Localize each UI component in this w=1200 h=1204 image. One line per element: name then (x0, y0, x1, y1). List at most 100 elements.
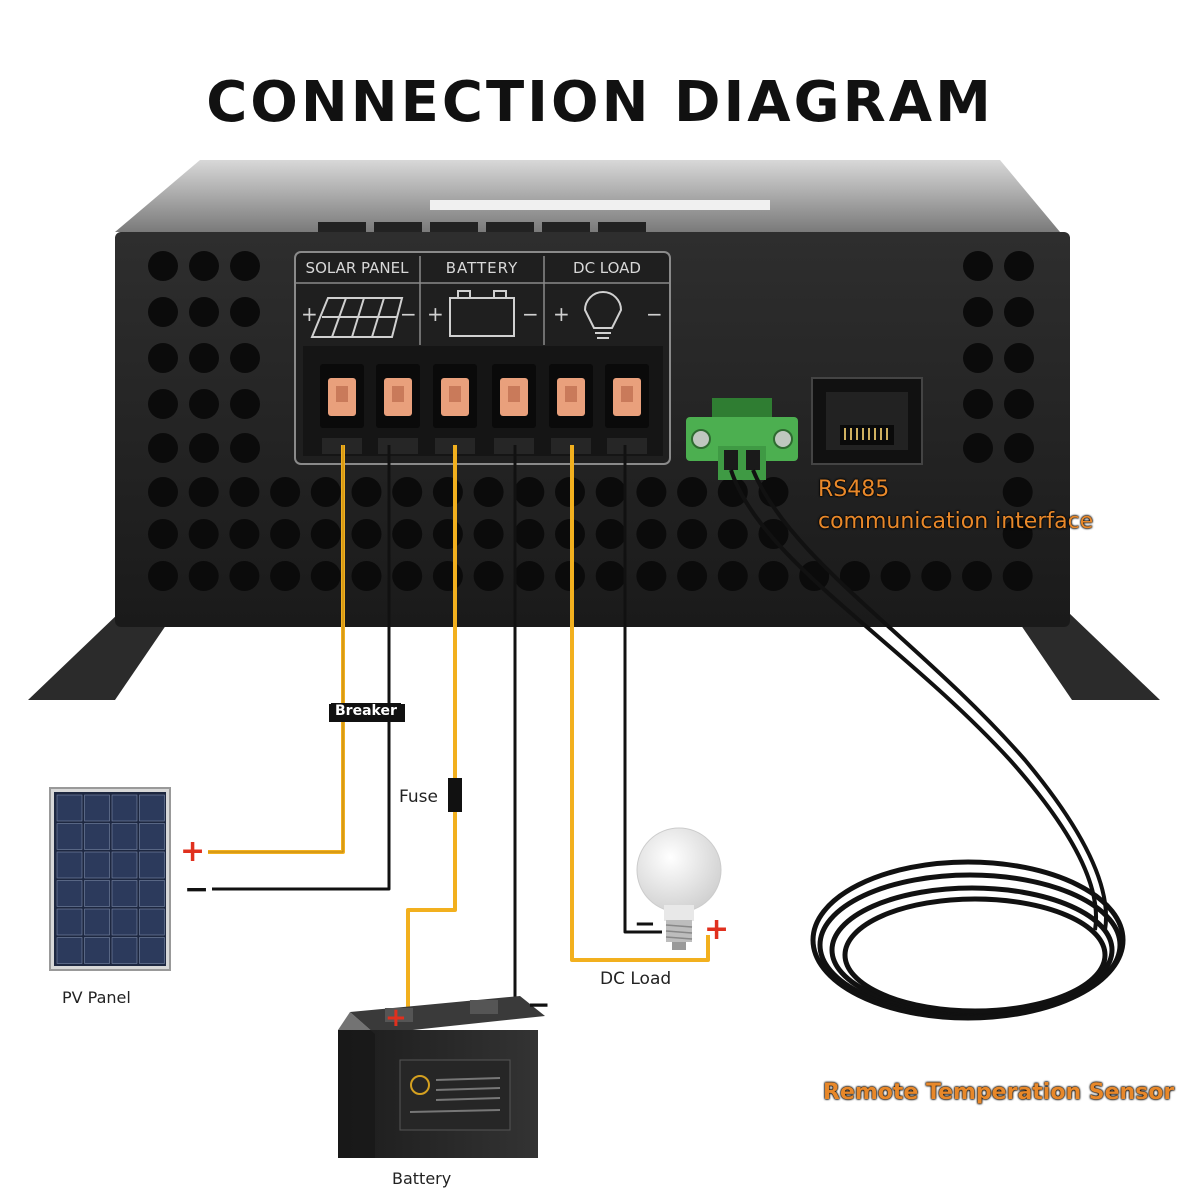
vent-hole (636, 477, 667, 507)
panel-symbol-load-minus: − (646, 302, 663, 326)
vent-hole (677, 561, 708, 591)
vent-hole (148, 433, 178, 463)
vent-hole (473, 477, 504, 507)
pv-cell (139, 851, 165, 879)
terminal-screw-slot (565, 386, 577, 402)
vent-hole (148, 519, 178, 549)
load-positive-wire (570, 445, 710, 962)
pv-cell (84, 851, 110, 879)
vent-hole (839, 561, 870, 591)
vent-hole (595, 561, 626, 591)
pv-cell (56, 937, 83, 964)
vent-hole (1004, 343, 1034, 373)
vent-hole (1002, 477, 1033, 507)
pv-cell (139, 880, 165, 907)
battery-minus-sign: − (527, 988, 551, 1021)
pv-cell (56, 908, 83, 936)
rs485-label-line2: communication interface (818, 509, 1094, 534)
terminal-screw-slot (508, 386, 520, 402)
vent-hole (677, 519, 708, 549)
breaker-label: Breaker (331, 703, 401, 719)
controller-top (115, 160, 1060, 232)
vent-hole (188, 519, 219, 549)
pv-cell (84, 908, 110, 936)
vent-hole (963, 297, 993, 327)
rs485-label-line1: RS485 (818, 477, 890, 502)
pv-negative-wire (212, 445, 391, 891)
vent-hole (595, 477, 626, 507)
vent-hole (880, 561, 911, 591)
diagram-title: CONNECTION DIAGRAM (206, 70, 994, 135)
vent-hole (270, 477, 301, 507)
vent-hole (230, 343, 260, 373)
terminal-screw-slot (621, 386, 633, 402)
vent-hole (392, 561, 423, 591)
vent-hole (189, 297, 219, 327)
panel-battery-icon (449, 290, 515, 337)
vent-hole (1002, 561, 1033, 591)
load-negative-wire (623, 445, 662, 934)
pv-cell (56, 880, 83, 907)
vent-hole (473, 561, 504, 591)
vent-hole (148, 389, 178, 419)
pv-cell (84, 794, 110, 822)
vent-hole (392, 519, 423, 549)
vent-hole (636, 561, 667, 591)
vent-hole (963, 343, 993, 373)
pv-cell (139, 794, 165, 822)
vent-hole (514, 519, 545, 549)
vent-hole (514, 561, 545, 591)
panel-header-dc-load: DC LOAD (573, 259, 641, 277)
panel-symbol-battery-plus: + (427, 302, 444, 326)
pv-plus-sign: + (180, 834, 206, 869)
fuse-label: Fuse (399, 787, 438, 807)
vent-hole (758, 561, 789, 591)
vent-hole (310, 519, 341, 549)
pv-cell (139, 908, 165, 936)
vent-hole (351, 519, 382, 549)
battery-plus-sign: + (385, 1003, 407, 1033)
vent-hole (351, 561, 382, 591)
battery-positive-wire (406, 445, 457, 1018)
vent-hole (351, 477, 382, 507)
vent-hole (432, 477, 463, 507)
pv-cell (111, 794, 138, 822)
wiring (208, 445, 1109, 1018)
pv-cell (111, 908, 138, 936)
vent-hole (229, 519, 260, 549)
vent-hole (758, 519, 789, 549)
vent-holes (148, 251, 1034, 591)
vent-hole (230, 297, 260, 327)
vent-hole (595, 519, 626, 549)
pv-cell (111, 880, 138, 907)
vent-hole (230, 389, 260, 419)
vent-hole (148, 477, 178, 507)
battery-label: Battery (392, 1169, 452, 1188)
pv-panel-label: PV Panel (62, 988, 131, 1007)
pv-cell (56, 851, 83, 879)
vent-hole (270, 519, 301, 549)
dc-load-label: DC Load (600, 969, 672, 989)
panel-symbol-battery-minus: − (522, 302, 539, 326)
vent-hole (717, 477, 748, 507)
vent-hole (392, 477, 423, 507)
vent-hole (189, 251, 219, 281)
pv-cell (139, 937, 165, 964)
vent-hole (636, 519, 667, 549)
pv-minus-sign: − (184, 872, 210, 907)
vent-hole (1002, 519, 1033, 549)
load-plus-sign: + (704, 912, 730, 947)
vent-hole (148, 561, 178, 591)
panel-header-battery: BATTERY (445, 259, 519, 277)
vent-hole (717, 561, 748, 591)
controller-feet (28, 612, 1160, 700)
rj45-port-icon (811, 377, 923, 465)
controller-top-vents (318, 222, 646, 232)
pv-cell (56, 794, 83, 822)
vent-hole (230, 433, 260, 463)
vent-hole (963, 433, 993, 463)
vent-hole (514, 477, 545, 507)
vent-hole (148, 251, 178, 281)
panel-symbol-load-plus: + (553, 302, 570, 326)
